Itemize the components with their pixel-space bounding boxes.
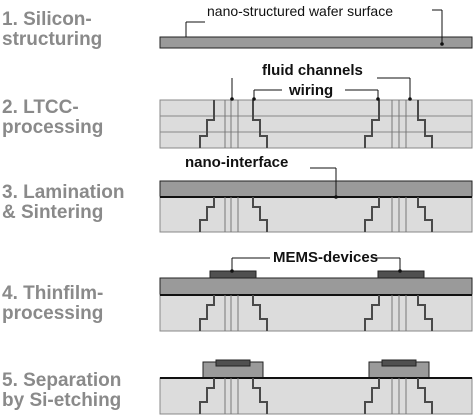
fluid-channels-label: fluid channels: [262, 62, 363, 79]
step-4-label: 4. Thinfilm- processing: [2, 283, 104, 324]
step-1-label: 1. Silicon- structuring: [2, 9, 103, 50]
wafer-surface-label: nano-structured wafer surface: [207, 3, 393, 19]
mems-devices-label: MEMS-devices: [273, 249, 378, 266]
mems-device: [381, 359, 417, 367]
step-2-ltcc-stack: fluid channels wiring: [159, 62, 473, 149]
step-2-label: 2. LTCC- processing: [2, 97, 104, 138]
wiring-label: wiring: [288, 82, 333, 99]
step-5-label: 5. Separation by Si-etching: [2, 370, 122, 411]
step-5-separated-stack: [159, 359, 473, 415]
nano-interface-label: nano-interface: [185, 154, 288, 171]
mems-device: [215, 359, 251, 367]
step-3-label: 3. Lamination & Sintering: [2, 182, 125, 223]
step-3-laminated-stack: nano-interface: [159, 154, 473, 233]
step-4-thinfilm-stack: MEMS-devices: [159, 249, 473, 332]
step-1-silicon-wafer: nano-structured wafer surface: [159, 3, 473, 49]
